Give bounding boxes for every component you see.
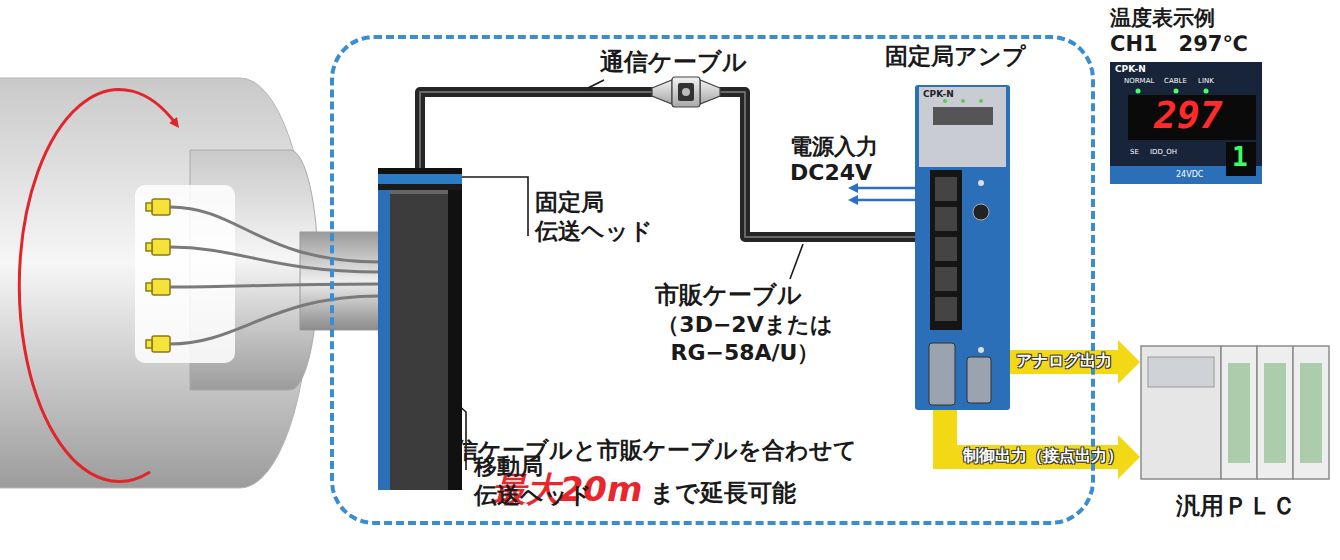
channel-readout: 1 bbox=[1232, 142, 1248, 173]
cable-highlight bbox=[420, 92, 915, 237]
panel-model: CPK-N bbox=[1115, 64, 1146, 75]
cable-spec: （3D−2Vまたは RG−58A/U） bbox=[640, 311, 850, 366]
power-label: 電源入力 bbox=[790, 134, 878, 160]
led-label: NORMAL bbox=[1124, 77, 1154, 85]
arrow-head bbox=[1118, 340, 1140, 384]
model-name: CPK-N bbox=[923, 89, 954, 100]
plc-unit-shape bbox=[1140, 345, 1330, 480]
moving-transmission-head-shape bbox=[378, 190, 462, 490]
note-text: まで延長可能 bbox=[650, 479, 796, 508]
cable-body bbox=[420, 92, 915, 237]
cable-label: 市販ケーブル bbox=[655, 281, 802, 310]
temperature-readout: 297 bbox=[1154, 93, 1223, 139]
arrow-body bbox=[1010, 350, 1118, 374]
led-label: CABLE bbox=[1164, 77, 1187, 85]
moving-transmission-head: 移動局 伝送ヘッド bbox=[378, 190, 462, 490]
rotor-shaft bbox=[300, 232, 384, 330]
example-heading: 温度表示例 bbox=[1110, 6, 1215, 31]
arrow-label: 制御出力（接点出力） bbox=[963, 446, 1123, 465]
note-text: 通信ケーブルと市販ケーブルを合わせて bbox=[394, 437, 894, 465]
rotation-arrow bbox=[19, 89, 176, 481]
part-caption: 固定局アンプ bbox=[885, 43, 1026, 71]
power-label: DC24V bbox=[790, 160, 872, 186]
panel-label: SE bbox=[1130, 148, 1139, 156]
example-heading: CH1 297℃ bbox=[1110, 32, 1248, 57]
fixed-transmission-head: 固定局 伝送ヘッド bbox=[378, 168, 462, 190]
panel-label: 24VDC bbox=[1176, 170, 1203, 180]
communication-cable bbox=[420, 92, 915, 237]
output-arrow bbox=[1010, 340, 1140, 384]
temperature-display-panel: 温度表示例CH1 297℃CPK-NNORMALCABLELINK297SEID… bbox=[1110, 62, 1262, 184]
output-arrow bbox=[945, 410, 1140, 479]
plc-unit: 汎用ＰＬＣ bbox=[1140, 345, 1330, 480]
led-label: LINK bbox=[1198, 77, 1214, 85]
part-caption: 移動局 伝送ヘッド bbox=[474, 452, 614, 510]
leader-lines bbox=[452, 80, 803, 470]
fixed-amplifier: 固定局アンプCPK-N bbox=[915, 85, 1010, 410]
sensor-wires bbox=[170, 207, 380, 344]
fixed-amplifier-shape bbox=[915, 85, 1010, 410]
panel-label: IDD_OH bbox=[1150, 148, 1177, 156]
fixed-transmission-head-shape bbox=[378, 168, 462, 190]
part-caption: 固定局 伝送ヘッド bbox=[535, 188, 675, 246]
temperature-sensors bbox=[146, 199, 170, 352]
part-caption: 汎用ＰＬＣ bbox=[1176, 492, 1296, 521]
cable-connector bbox=[652, 77, 720, 107]
cable-label: 通信ケーブル bbox=[600, 48, 747, 77]
arrow-label: アナログ出力 bbox=[1016, 351, 1112, 370]
